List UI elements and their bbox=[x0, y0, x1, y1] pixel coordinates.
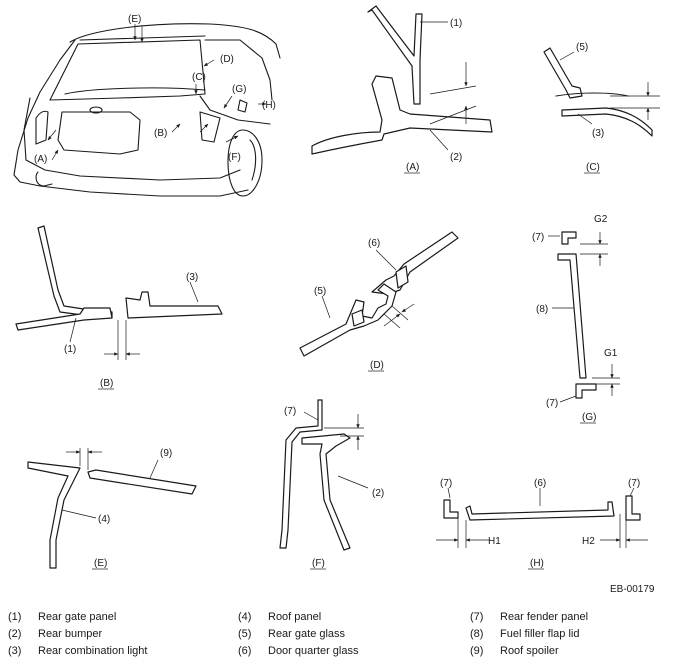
g-callout-8: (8) bbox=[536, 304, 548, 315]
view-d bbox=[299, 231, 459, 357]
g-gap-g2: G2 bbox=[594, 214, 608, 225]
view-c bbox=[543, 47, 660, 137]
view-d-caption: (D) bbox=[370, 360, 384, 371]
h-gap-h1: H1 bbox=[488, 536, 501, 547]
a-callout-1: (1) bbox=[450, 18, 462, 29]
legend-name: Door quarter glass bbox=[268, 645, 359, 657]
legend-item-9: (9) Roof spoiler bbox=[470, 645, 559, 657]
car-label-h: (H) bbox=[262, 100, 276, 111]
g-callout-7b: (7) bbox=[546, 398, 558, 409]
legend-name: Rear bumper bbox=[38, 628, 103, 640]
h-gap-h2: H2 bbox=[582, 536, 595, 547]
legend-num: (5) bbox=[238, 628, 252, 640]
d-callout-6: (6) bbox=[368, 238, 380, 249]
legend-name: Rear combination light bbox=[38, 645, 148, 657]
view-g bbox=[548, 231, 620, 403]
view-c-caption: (C) bbox=[586, 162, 600, 173]
h-callout-7b: (7) bbox=[628, 478, 640, 489]
e-callout-9: (9) bbox=[160, 448, 172, 459]
legend-num: (9) bbox=[470, 645, 484, 657]
car-overview bbox=[13, 23, 281, 197]
legend-num: (4) bbox=[238, 611, 252, 623]
view-f-caption: (F) bbox=[312, 558, 325, 569]
view-e bbox=[27, 448, 197, 569]
h-callout-7a: (7) bbox=[440, 478, 452, 489]
legend-num: (1) bbox=[8, 611, 22, 623]
b-callout-1: (1) bbox=[64, 344, 76, 355]
legend-num: (7) bbox=[470, 611, 484, 623]
car-label-e: (E) bbox=[128, 14, 141, 25]
view-h bbox=[436, 487, 648, 548]
legend-name: Roof panel bbox=[268, 611, 322, 623]
legend-item-4: (4) Roof panel bbox=[238, 611, 321, 623]
c-callout-3: (3) bbox=[592, 128, 604, 139]
legend-item-8: (8) Fuel filler flap lid bbox=[470, 628, 579, 640]
view-a bbox=[311, 5, 493, 155]
car-label-g: (G) bbox=[232, 84, 246, 95]
view-a-caption: (A) bbox=[406, 162, 419, 173]
c-callout-5: (5) bbox=[576, 42, 588, 53]
view-b-caption: (B) bbox=[100, 378, 113, 389]
view-g-caption: (G) bbox=[582, 412, 596, 423]
a-callout-2: (2) bbox=[450, 152, 462, 163]
view-h-caption: (H) bbox=[530, 558, 544, 569]
legend-num: (8) bbox=[470, 628, 484, 640]
legend-num: (3) bbox=[8, 645, 22, 657]
view-e-caption: (E) bbox=[94, 558, 107, 569]
legend-name: Rear fender panel bbox=[500, 611, 589, 623]
diagram-code: EB-00179 bbox=[610, 584, 655, 595]
view-f bbox=[279, 399, 369, 551]
legend-item-5: (5) Rear gate glass bbox=[238, 628, 345, 640]
car-label-a: (A) bbox=[34, 154, 47, 165]
legend-item-2: (2) Rear bumper bbox=[8, 628, 102, 640]
car-label-d: (D) bbox=[220, 54, 234, 65]
d-callout-5: (5) bbox=[314, 286, 326, 297]
legend-item-7: (7) Rear fender panel bbox=[470, 611, 588, 623]
legend-item-6: (6) Door quarter glass bbox=[238, 645, 359, 657]
f-callout-2: (2) bbox=[372, 488, 384, 499]
legend-name: Rear gate panel bbox=[38, 611, 117, 623]
e-callout-4: (4) bbox=[98, 514, 110, 525]
h-callout-6: (6) bbox=[534, 478, 546, 489]
b-callout-3: (3) bbox=[186, 272, 198, 283]
legend-num: (6) bbox=[238, 645, 252, 657]
g-callout-7a: (7) bbox=[532, 232, 544, 243]
legend-item-1: (1) Rear gate panel bbox=[8, 611, 116, 623]
legend-name: Rear gate glass bbox=[268, 628, 346, 640]
g-gap-g1: G1 bbox=[604, 348, 618, 359]
car-label-f: (F) bbox=[228, 152, 241, 163]
car-label-c: (C) bbox=[192, 72, 206, 83]
legend-num: (2) bbox=[8, 628, 22, 640]
legend-item-3: (3) Rear combination light bbox=[8, 645, 147, 657]
legend-name: Roof spoiler bbox=[500, 645, 559, 657]
legend-name: Fuel filler flap lid bbox=[500, 628, 580, 640]
f-callout-7: (7) bbox=[284, 406, 296, 417]
view-b bbox=[15, 225, 223, 360]
car-label-b: (B) bbox=[154, 128, 167, 139]
